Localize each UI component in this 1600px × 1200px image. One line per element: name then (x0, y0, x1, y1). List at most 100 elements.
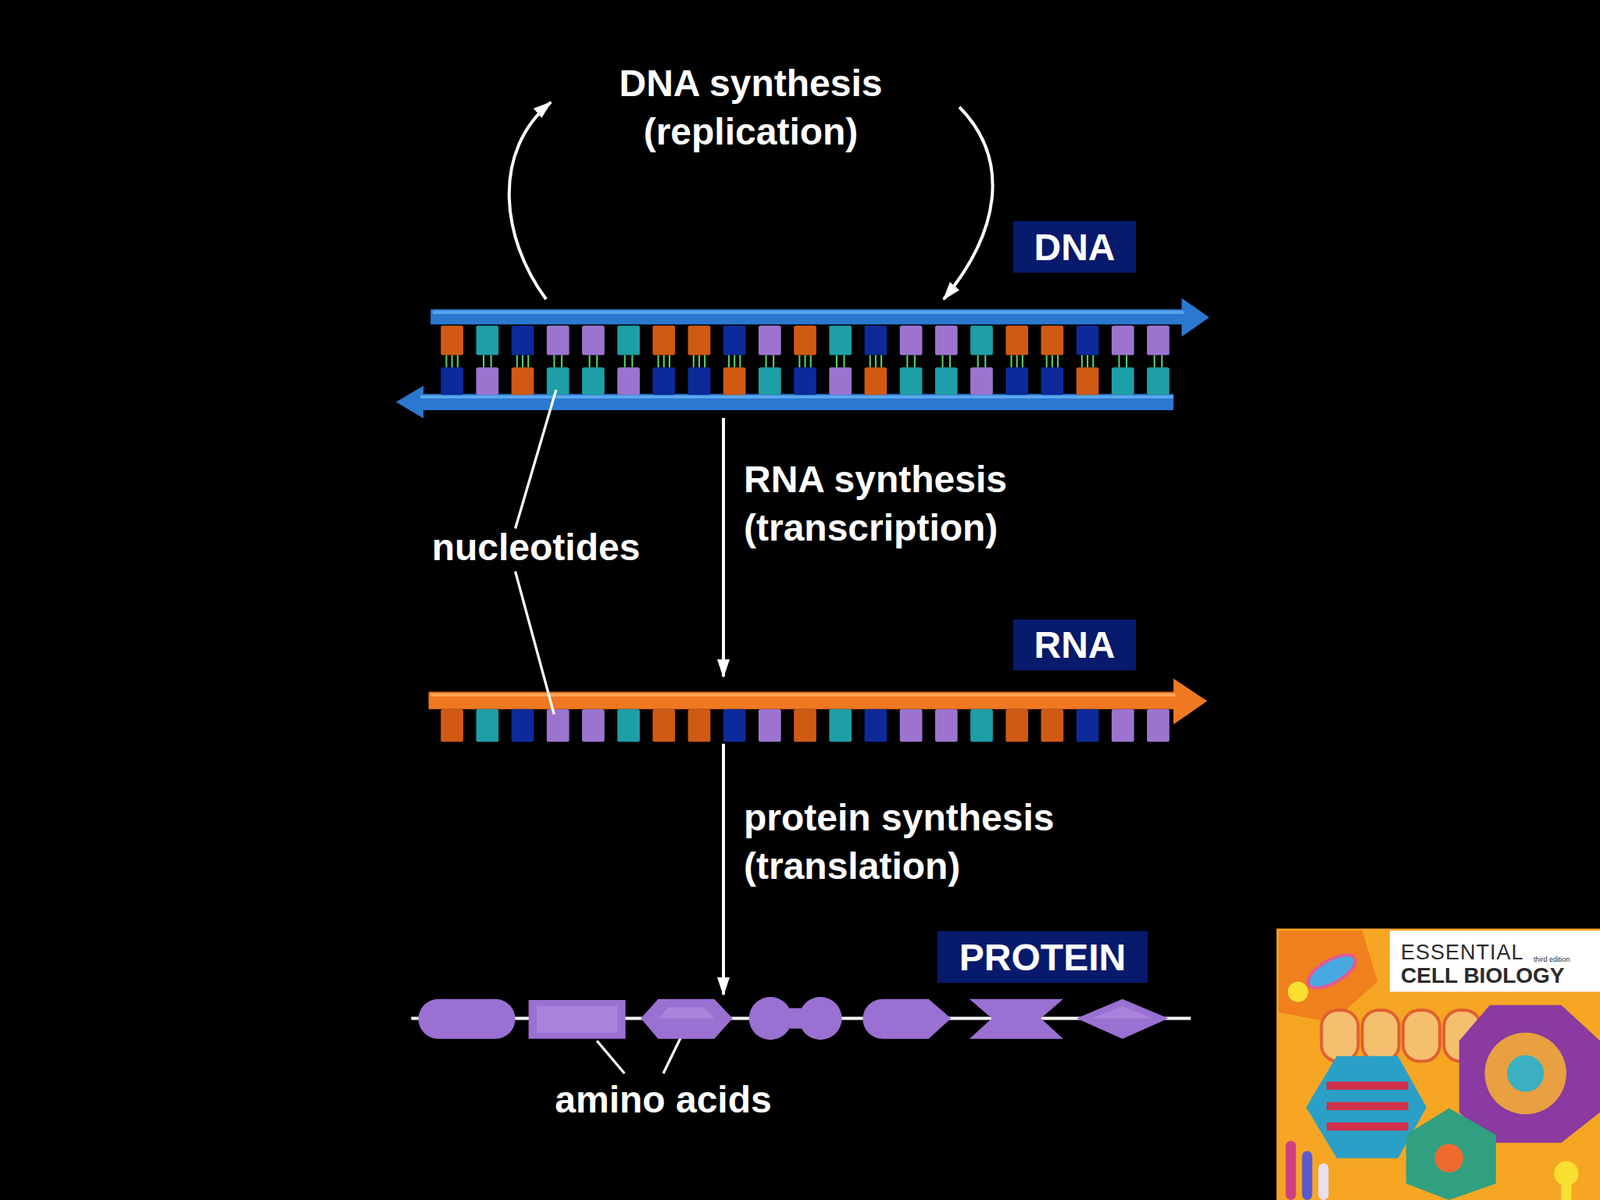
cover-shape (1302, 1150, 1313, 1200)
hydrogen-bond (914, 355, 916, 368)
amino-acid (770, 1007, 821, 1029)
hydrogen-bond (842, 355, 845, 368)
hydrogen-bond (657, 355, 660, 368)
nucleotide-base (1146, 367, 1170, 395)
nucleotide-base (864, 325, 888, 356)
leader-line (596, 1040, 625, 1074)
nucleotide-base (582, 325, 605, 356)
hydrogen-bond (703, 355, 706, 368)
nucleotide-base (723, 709, 747, 743)
process-label: DNA synthesis (replication) (571, 59, 931, 157)
nucleotide-base (440, 325, 464, 356)
book-edition: third edition (1533, 956, 1571, 965)
nucleotide-base (440, 709, 464, 743)
cover-shape (1287, 981, 1308, 1002)
amino-acid-face (1092, 1006, 1154, 1019)
hydrogen-bond (1051, 355, 1054, 368)
nucleotide-base (1076, 367, 1100, 395)
nucleotide-base (970, 367, 993, 395)
hydrogen-bond (1092, 355, 1094, 368)
rna-bases (440, 709, 1170, 743)
molecule-heading: DNA (1013, 221, 1136, 273)
leader-line (663, 1035, 683, 1074)
nucleotide-base (688, 709, 711, 743)
molecule-heading: RNA (1013, 619, 1136, 671)
nucleotide-base (1076, 325, 1100, 356)
hydrogen-bond (941, 355, 943, 368)
nucleotide-base (900, 709, 923, 743)
hydrogen-bond (1016, 355, 1018, 368)
hydrogen-bond (765, 355, 768, 368)
molecule-node: RNA (428, 676, 1208, 744)
nucleotide-base (652, 325, 675, 356)
process-label: RNA synthesis (transcription) (743, 455, 1088, 553)
molecule-node: DNA (396, 299, 1210, 418)
nucleotide-base (546, 367, 570, 395)
nucleotide-base (793, 367, 817, 395)
hydrogen-bond (631, 355, 633, 368)
hydrogen-bond (1125, 355, 1128, 368)
nucleotide-base (1111, 367, 1135, 395)
nucleotide-base (1041, 709, 1065, 743)
nucleotide-base (793, 709, 817, 743)
nucleotide-base (793, 325, 817, 356)
hydrogen-bond (451, 355, 454, 368)
cover-shape (1285, 1140, 1297, 1200)
hydrogen-bond (1160, 355, 1163, 368)
leader-line (515, 389, 557, 529)
cover-shape (1406, 1107, 1497, 1200)
hydrogen-bond (772, 355, 775, 368)
hydrogen-bond (1021, 355, 1024, 368)
molecule-node: PROTEIN (410, 994, 1191, 1042)
book-cover (1276, 928, 1600, 1200)
amino-acid-face (657, 1007, 715, 1018)
hydrogen-bond (553, 355, 555, 368)
nucleotide-base (1005, 709, 1029, 743)
nucleotide-base (864, 709, 888, 743)
nucleotide-base (935, 325, 958, 356)
hydrogen-bond (810, 355, 812, 368)
nucleotide-base (475, 709, 499, 743)
nucleotide-base (1111, 709, 1135, 743)
hydrogen-bond (668, 355, 671, 368)
hydrogen-bond (803, 355, 806, 368)
callout-label: amino acids (546, 1075, 781, 1125)
cover-shape (1434, 1143, 1464, 1173)
cover-shape (1326, 1102, 1408, 1111)
hydrogen-bond (1010, 355, 1012, 368)
nucleotide-base (475, 367, 499, 395)
leader-line (515, 571, 555, 715)
nucleotide-base (546, 709, 570, 743)
book-title: CELL BIOLOGY (1400, 964, 1565, 989)
hydrogen-bond (880, 355, 883, 368)
hydrogen-bond (906, 355, 908, 368)
nucleotide-base (511, 709, 535, 743)
nucleotide-base (758, 325, 782, 356)
nucleotide-base (828, 367, 852, 395)
hydrogen-bond (624, 355, 626, 368)
hydrogen-bond (728, 355, 730, 368)
process-arrow (723, 743, 725, 995)
cover-shape (1303, 948, 1361, 995)
cover-shape (1318, 1163, 1329, 1200)
amino-acid (1076, 999, 1169, 1040)
nucleotide-base (617, 367, 640, 395)
hydrogen-bond (692, 355, 695, 368)
molecule-heading: PROTEIN (937, 931, 1148, 983)
amino-acid (528, 1000, 626, 1040)
arrow-line (943, 107, 993, 300)
hydrogen-bond (560, 355, 563, 368)
amino-acid (640, 999, 733, 1040)
amino-acid (969, 999, 1064, 1040)
hydrogen-bond (527, 355, 529, 368)
hydrogen-bond (490, 355, 493, 368)
nucleotide-base (475, 325, 499, 356)
amino-acid-face (536, 1006, 618, 1033)
nucleotide-base (723, 367, 747, 395)
hydrogen-bond (596, 355, 598, 368)
hydrogen-bond (1117, 355, 1120, 368)
nucleotide-base (440, 367, 464, 395)
